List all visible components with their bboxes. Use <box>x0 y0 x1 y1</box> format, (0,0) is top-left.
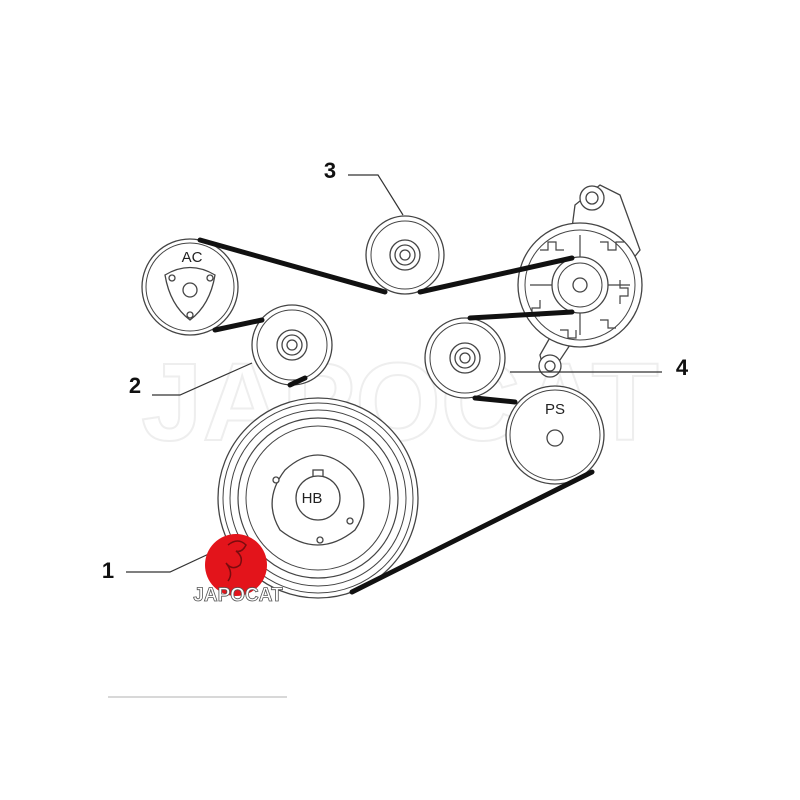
serpentine-belt <box>197 237 595 595</box>
svg-text:2: 2 <box>129 373 141 398</box>
ac-label: AC <box>182 249 203 266</box>
power-steering-pulley: PS <box>505 385 605 485</box>
harmonic-balancer-pulley: HB <box>217 397 419 599</box>
svg-text:4: 4 <box>676 355 689 380</box>
tensioner-pulley-4 <box>424 317 506 399</box>
callout-3: 3 <box>324 158 404 216</box>
svg-text:JAPOCAT: JAPOCAT <box>193 585 283 606</box>
idler-pulley-2 <box>251 304 333 386</box>
hb-label: HB <box>302 490 323 507</box>
svg-text:1: 1 <box>102 558 114 583</box>
ac-compressor-pulley: AC <box>141 238 239 336</box>
ps-label: PS <box>545 401 565 418</box>
svg-text:3: 3 <box>324 158 336 183</box>
idler-pulley-3 <box>365 215 445 295</box>
callout-4: 4 <box>510 355 689 380</box>
callout-2: 2 <box>129 362 253 398</box>
japocat-logo: JAPOCAT <box>193 534 283 606</box>
